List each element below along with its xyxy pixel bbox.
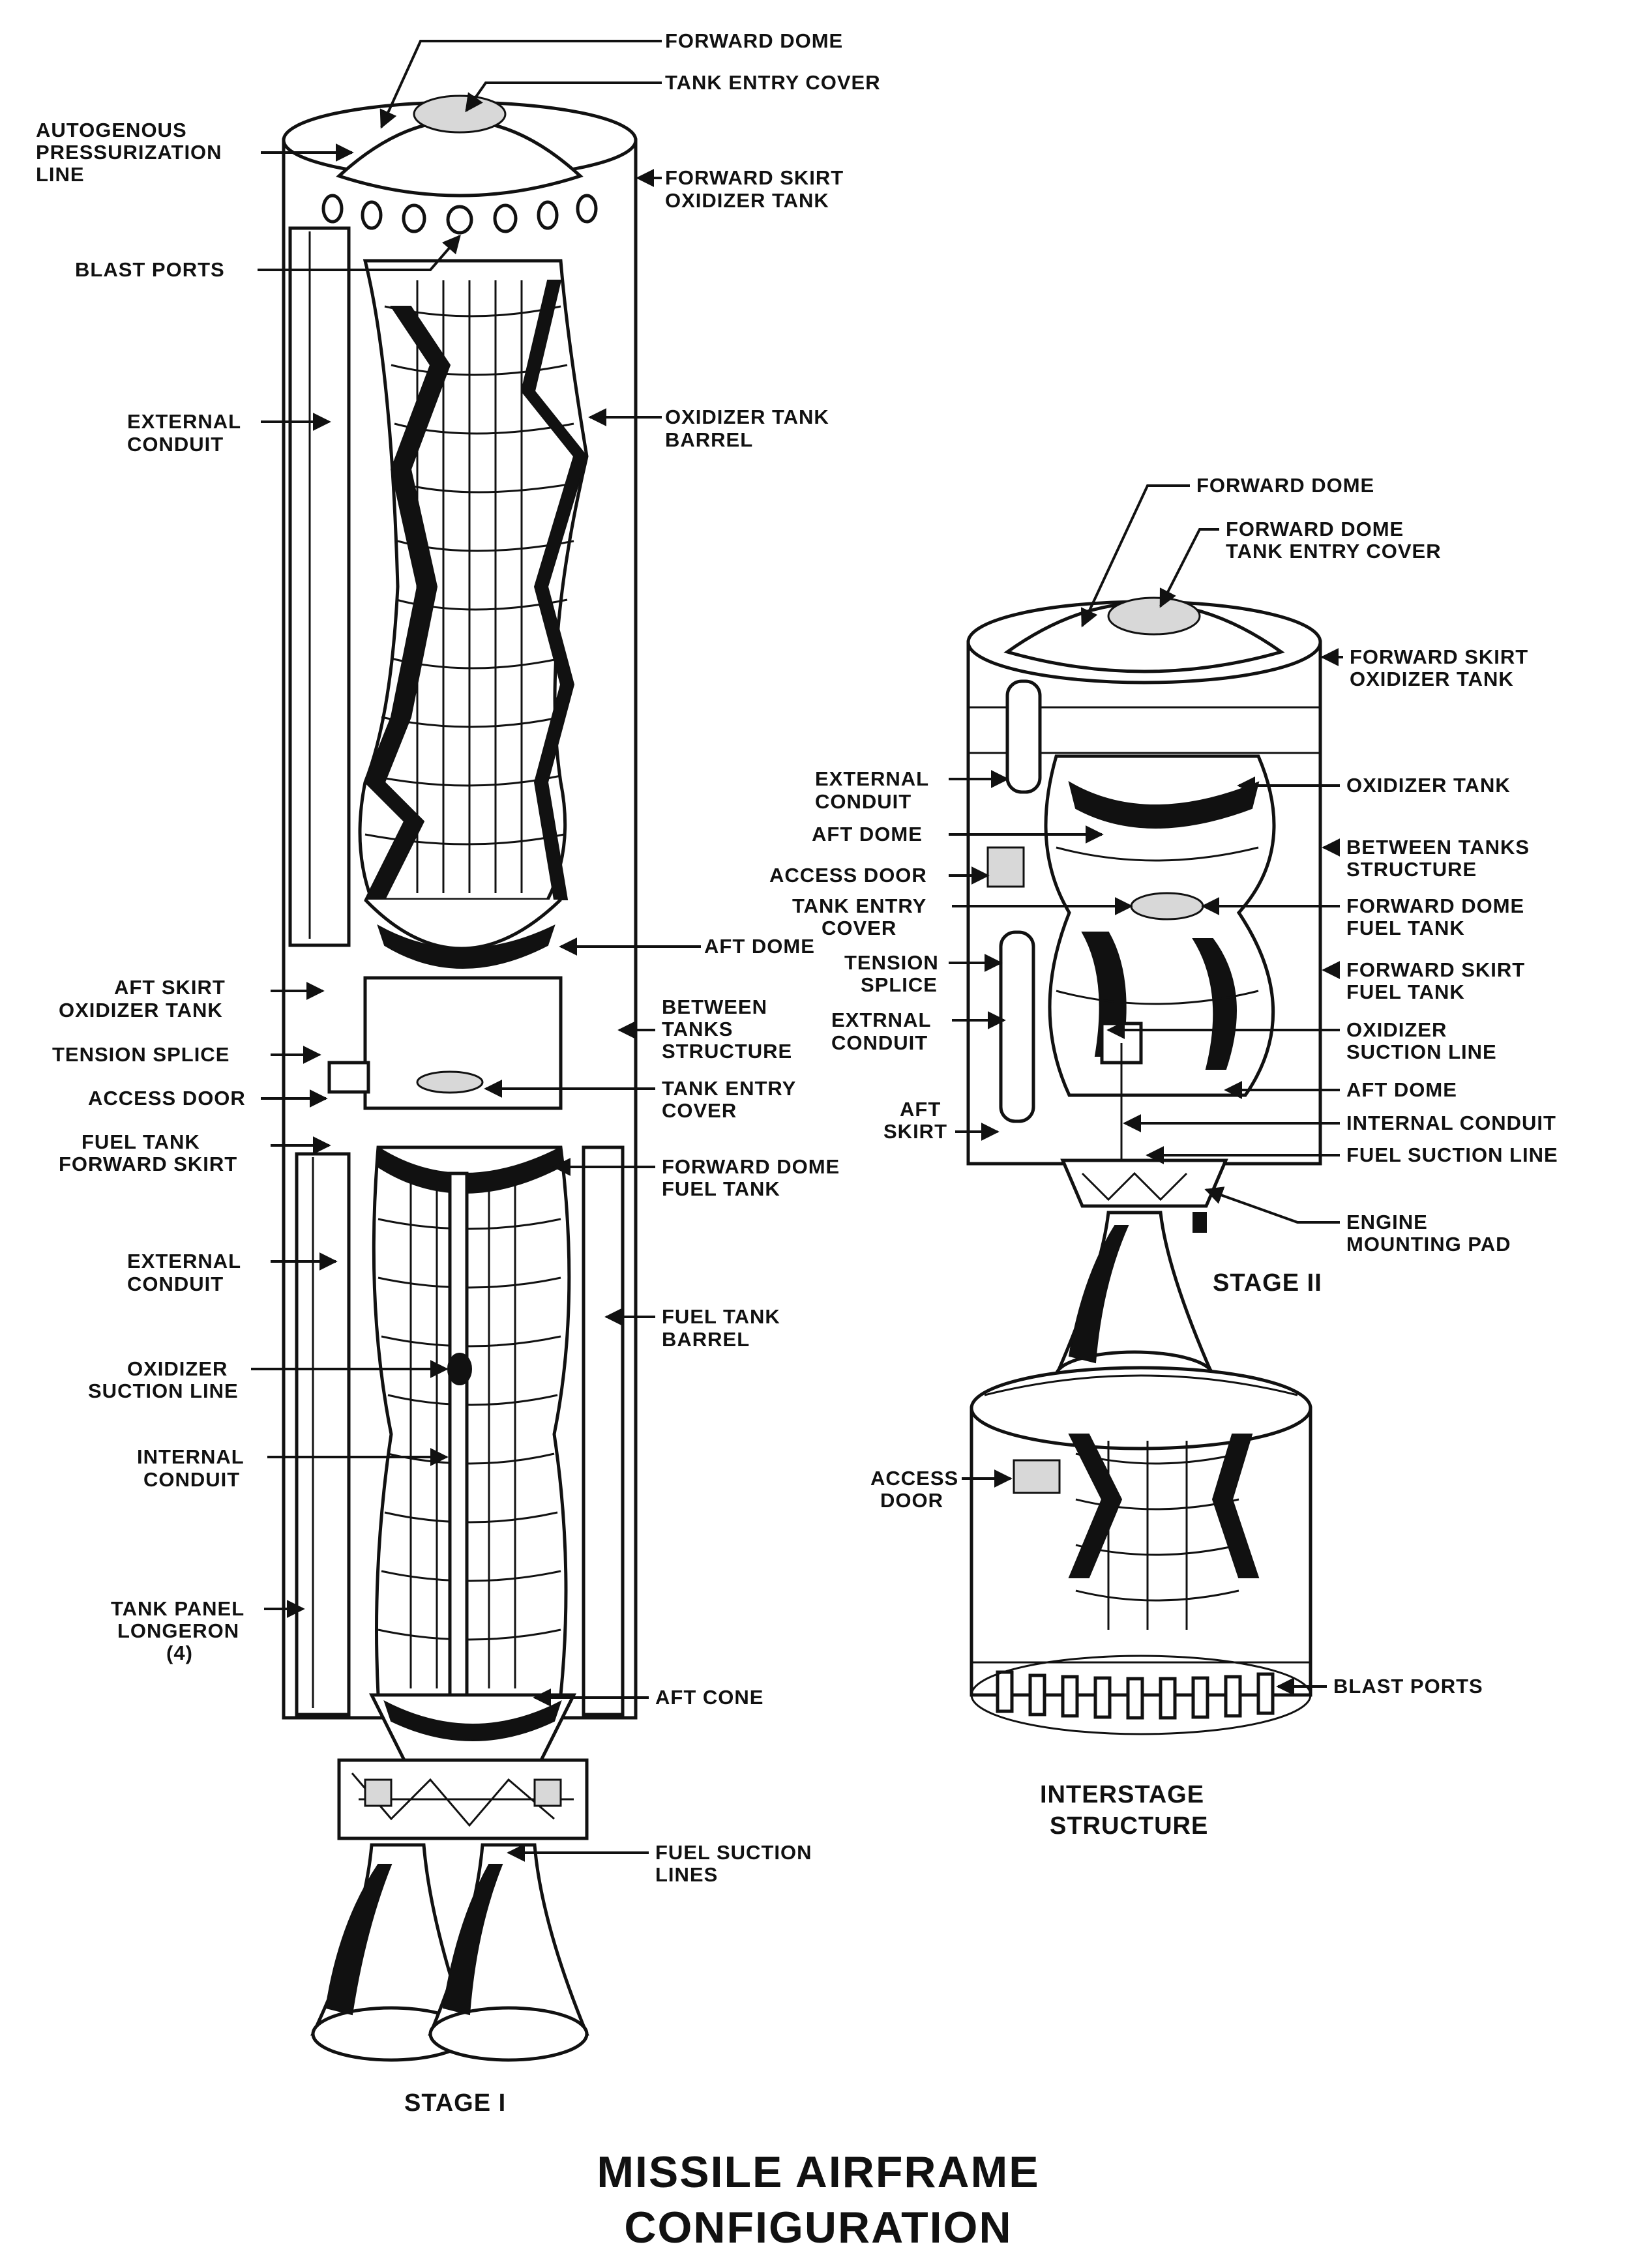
label-aft-cone: AFT CONE <box>655 1686 763 1709</box>
label-fuel-tank-forward-skirt-1: FUEL TANK <box>82 1130 200 1153</box>
s2-label-external-conduit-2: CONDUIT <box>815 790 911 813</box>
caption-interstage-1: INTERSTAGE <box>1040 1781 1204 1808</box>
s2-label-aft-skirt-1: AFT <box>900 1098 941 1121</box>
label-autogenous-2: PRESSURIZATION <box>36 141 222 164</box>
label-forward-dome-fuel-tank-2: FUEL TANK <box>662 1177 780 1200</box>
title-line-2: CONFIGURATION <box>624 2203 1012 2252</box>
label-blast-ports: BLAST PORTS <box>75 258 225 281</box>
s2-label-access-door: ACCESS DOOR <box>769 864 927 887</box>
stage2-illustration <box>966 596 1322 1401</box>
caption-stage1: STAGE I <box>404 2089 506 2117</box>
s2-label-fwd-skirt-fuel-2: FUEL TANK <box>1346 980 1465 1003</box>
s2-label-tension-splice-2: SPLICE <box>861 973 938 996</box>
s2-label-fuel-suction-line: FUEL SUCTION LINE <box>1346 1143 1558 1166</box>
s2-label-tank-entry-cover-2: COVER <box>822 917 896 939</box>
label-fuel-tank-forward-skirt-2: FORWARD SKIRT <box>59 1153 237 1175</box>
s2-label-fwd-skirt-ox-1: FORWARD SKIRT <box>1350 645 1528 668</box>
label-oxidizer-suction-line-1: OXIDIZER <box>127 1357 228 1380</box>
label-fuel-suction-lines-1: FUEL SUCTION <box>655 1841 812 1864</box>
label-forward-dome-fuel-tank-1: FORWARD DOME <box>662 1155 840 1178</box>
title-line-1: MISSILE AIRFRAME <box>597 2147 1039 2197</box>
label-autogenous-3: LINE <box>36 163 85 186</box>
stage1-engine-plumbing <box>351 1773 574 1827</box>
label-oxidizer-suction-line-2: SUCTION LINE <box>88 1379 239 1402</box>
label-tank-panel-longeron-2: LONGERON <box>117 1619 239 1642</box>
s2-label-fwd-dome-fuel-2: FUEL TANK <box>1346 917 1465 939</box>
label-between-tanks-3: STRUCTURE <box>662 1040 792 1063</box>
label-oxidizer-tank-barrel-1: OXIDIZER TANK <box>665 405 829 428</box>
label-between-tanks-2: TANKS <box>662 1018 733 1040</box>
s2-label-extrnal-conduit-2: CONDUIT <box>831 1031 928 1054</box>
label-forward-skirt-2: OXIDIZER TANK <box>665 189 829 212</box>
label-tank-entry-cover-2a: TANK ENTRY <box>662 1077 796 1100</box>
s2-label-fwd-skirt-fuel-1: FORWARD SKIRT <box>1346 958 1525 981</box>
stage1-labels: FORWARD DOME TANK ENTRY COVER AUTOGENOUS… <box>36 29 881 2117</box>
s2-label-aft-skirt-2: SKIRT <box>883 1120 947 1143</box>
interstage-blast-ports <box>996 1670 1275 1720</box>
s2-label-oxidizer-tank: OXIDIZER TANK <box>1346 774 1511 797</box>
interstage-label-access-door-2: DOOR <box>880 1489 943 1512</box>
stage1-nozzles <box>310 1843 589 2062</box>
caption-interstage-2: STRUCTURE <box>1050 1812 1208 1840</box>
s2-label-forward-dome: FORWARD DOME <box>1196 474 1374 497</box>
s2-label-between-tanks-1: BETWEEN TANKS <box>1346 836 1530 859</box>
s2-label-fwd-skirt-ox-2: OXIDIZER TANK <box>1350 668 1514 690</box>
label-forward-skirt-1: FORWARD SKIRT <box>665 166 844 189</box>
s2-label-extrnal-conduit-1: EXTRNAL <box>831 1009 931 1031</box>
label-internal-conduit-2: CONDUIT <box>143 1468 240 1491</box>
label-external-conduit-2: CONDUIT <box>127 433 224 456</box>
label-fuel-suction-lines-2: LINES <box>655 1863 718 1886</box>
interstage-label-access-door-1: ACCESS <box>870 1467 958 1490</box>
interstage-illustration <box>970 1366 1312 1735</box>
stage1-illustration <box>282 95 638 2062</box>
s2-label-tank-entry-cover-1: TANK ENTRY <box>792 894 926 917</box>
s2-label-engine-pad-2: MOUNTING PAD <box>1346 1233 1511 1256</box>
s2-label-aft-dome-2: AFT DOME <box>1346 1078 1457 1101</box>
s2-label-aft-dome: AFT DOME <box>812 823 923 846</box>
label-external-conduit-1: EXTERNAL <box>127 410 241 433</box>
s2-label-external-conduit-1: EXTERNAL <box>815 767 929 790</box>
label-tank-entry-cover: TANK ENTRY COVER <box>665 71 881 94</box>
label-tank-entry-cover-2b: COVER <box>662 1099 737 1122</box>
s2-label-ox-suction-2: SUCTION LINE <box>1346 1040 1497 1063</box>
stage1-blast-ports <box>321 194 598 235</box>
interstage-label-blast-ports: BLAST PORTS <box>1333 1675 1483 1698</box>
s2-label-between-tanks-2: STRUCTURE <box>1346 858 1477 881</box>
label-autogenous-1: AUTOGENOUS <box>36 119 187 141</box>
label-fuel-tank-barrel-2: BARREL <box>662 1328 750 1351</box>
stage2-labels: FORWARD DOME FORWARD DOME TANK ENTRY COV… <box>769 474 1558 1840</box>
label-forward-dome: FORWARD DOME <box>665 29 843 52</box>
label-fuel-tank-barrel-1: FUEL TANK <box>662 1305 780 1328</box>
label-aft-dome: AFT DOME <box>704 935 815 958</box>
s2-label-fwd-dome-entry-2: TANK ENTRY COVER <box>1226 540 1442 563</box>
label-access-door: ACCESS DOOR <box>88 1087 246 1110</box>
s2-label-internal-conduit: INTERNAL CONDUIT <box>1346 1112 1556 1134</box>
label-internal-conduit-1: INTERNAL <box>137 1445 244 1468</box>
label-external-conduit-2b: CONDUIT <box>127 1273 224 1295</box>
label-tension-splice: TENSION SPLICE <box>52 1043 230 1066</box>
s2-label-ox-suction-1: OXIDIZER <box>1346 1018 1447 1041</box>
label-tank-panel-longeron-1: TANK PANEL <box>111 1597 244 1620</box>
diagram-title: MISSILE AIRFRAME CONFIGURATION <box>597 2147 1039 2252</box>
s2-label-fwd-dome-fuel-1: FORWARD DOME <box>1346 894 1524 917</box>
label-tank-panel-longeron-3: (4) <box>166 1642 193 1664</box>
s2-label-tension-splice-1: TENSION <box>844 951 939 974</box>
caption-stage2: STAGE II <box>1213 1269 1322 1297</box>
label-external-conduit-2a: EXTERNAL <box>127 1250 241 1273</box>
label-between-tanks-1: BETWEEN <box>662 995 767 1018</box>
s2-label-fwd-dome-entry-1: FORWARD DOME <box>1226 518 1404 540</box>
label-oxidizer-tank-barrel-2: BARREL <box>665 428 753 451</box>
label-aft-skirt-1: AFT SKIRT <box>114 976 226 999</box>
label-aft-skirt-2: OXIDIZER TANK <box>59 999 223 1022</box>
s2-label-engine-pad-1: ENGINE <box>1346 1211 1428 1233</box>
